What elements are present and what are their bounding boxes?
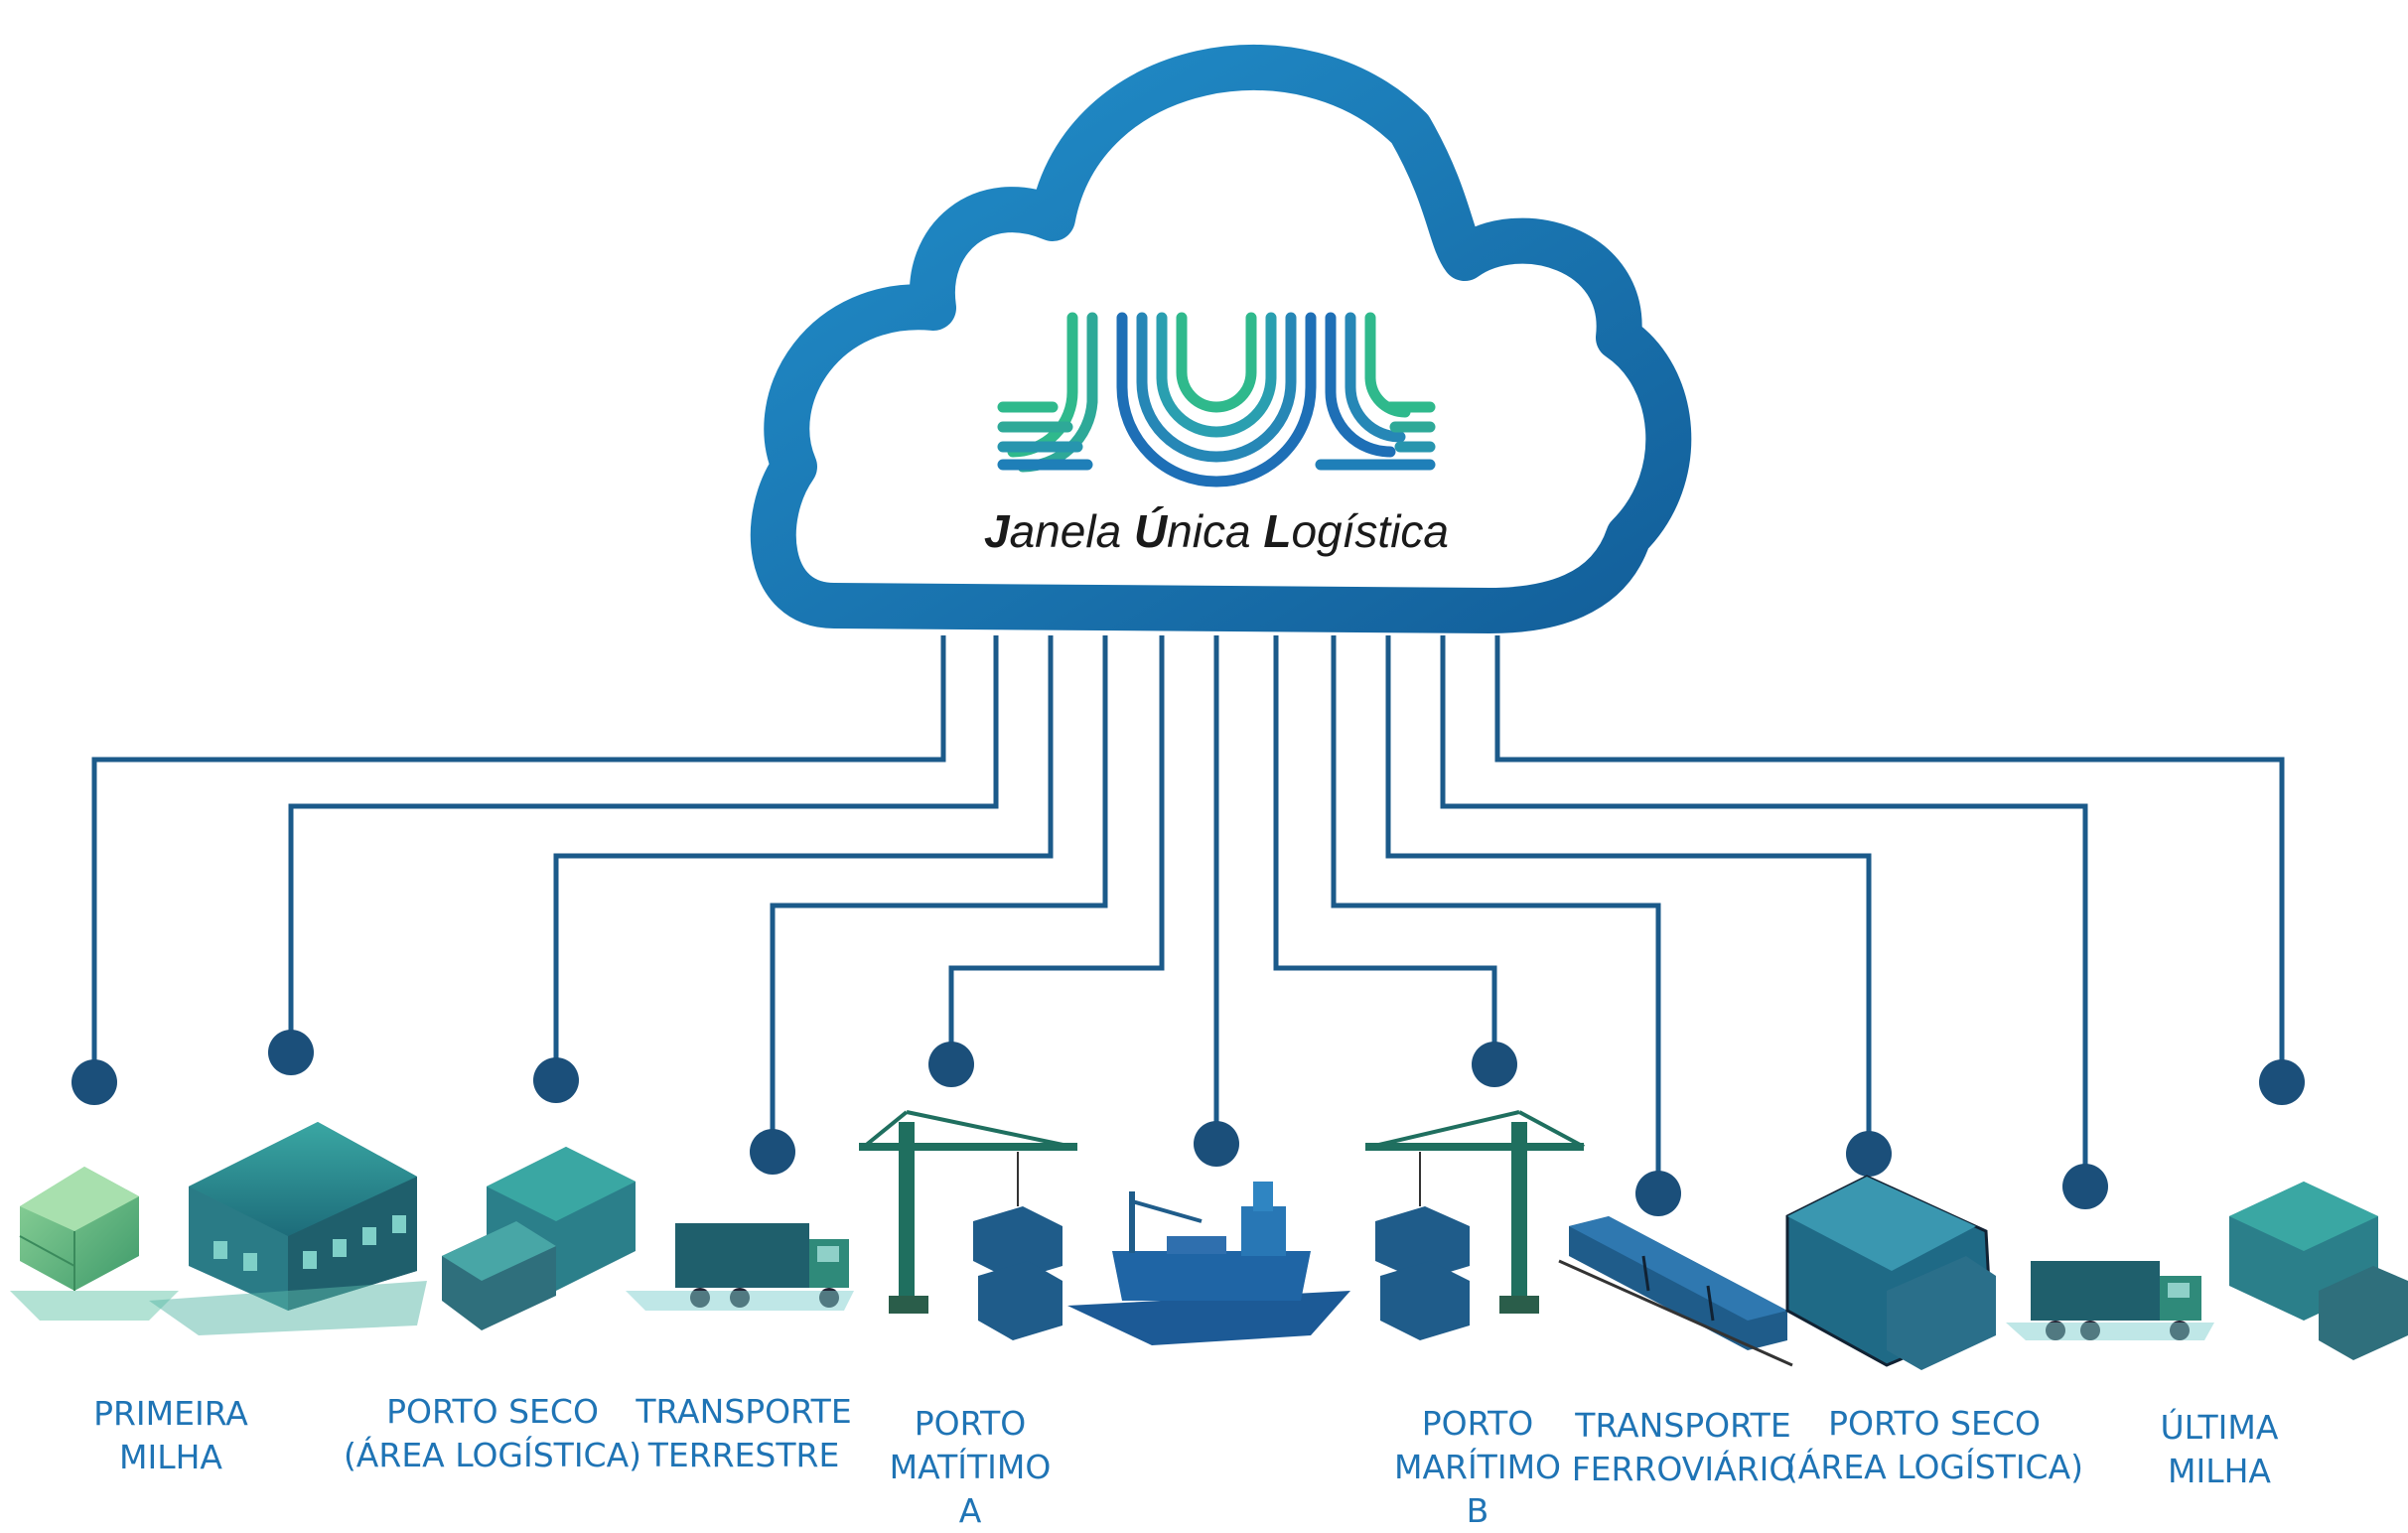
connector-transporte-rodoviario <box>1440 635 2088 1186</box>
connector-porto-matitimo-a <box>770 635 1108 1152</box>
title-initial: J <box>984 505 1010 557</box>
title-word-rest: ogística <box>1291 505 1449 557</box>
endpoint-dots <box>71 1030 2305 1216</box>
port-crane-icon <box>859 1110 1077 1340</box>
warehouse-icon <box>2229 1182 2408 1360</box>
pallet-stack-icon <box>10 1167 179 1321</box>
dot-porto-seco-b <box>1846 1131 1892 1177</box>
warehouse-complex-icon <box>149 1122 427 1335</box>
container-stack <box>973 1206 1062 1340</box>
truck-icon <box>626 1223 854 1311</box>
label-porto-seco-b: PORTO SECO(ÁREA LOGÍSTICA) <box>1784 1404 2084 1486</box>
connector-porto-seco-a <box>288 635 999 1052</box>
dot-porto-seco-a-1 <box>268 1030 314 1075</box>
connector-transporte-ferroviario <box>1331 635 1661 1191</box>
dot-transporte-terrestre <box>750 1129 795 1175</box>
connector-porto-seco-b <box>1385 635 1872 1152</box>
jul-wave-logo-icon <box>997 312 1436 488</box>
cargo-ship-icon <box>1067 1182 1350 1345</box>
label-porto-seco-a: PORTO SECO(ÁREA LOGÍSTICA) <box>343 1392 642 1474</box>
dot-transporte-rodoviario <box>2062 1164 2108 1209</box>
title-initial: L <box>1263 505 1292 557</box>
connector-porto-maritimo-b <box>1273 635 1497 1062</box>
port-crane-icon <box>1365 1110 1585 1340</box>
freight-train-icon <box>1558 1216 1793 1367</box>
title-initial: Ú <box>1133 505 1168 557</box>
dry-port-warehouse-icon <box>1785 1175 1996 1370</box>
dot-navio <box>1194 1121 1239 1167</box>
truck-icon <box>2006 1261 2214 1340</box>
dot-porto-seco-a-2 <box>533 1057 579 1103</box>
dot-porto-maritimo-b <box>1472 1042 1517 1087</box>
title-word-rest: anela <box>1009 505 1134 557</box>
title-word-rest: nica <box>1167 505 1264 557</box>
cloud-title: Janela Única Logística <box>984 504 1449 558</box>
connector-transporte-terrestre <box>553 635 1054 1077</box>
connector-ultima-milha <box>1494 635 2285 1082</box>
connector-lines <box>91 635 2285 1191</box>
dot-primeira-milha <box>71 1059 117 1105</box>
connector-primeira-milha <box>91 635 946 1082</box>
cloud-shape <box>750 44 1692 633</box>
dot-ultima-milha <box>2259 1059 2305 1105</box>
connector-porto-matitimo-a-2 <box>948 635 1165 1062</box>
dot-porto-matitimo-a <box>928 1042 974 1087</box>
dot-transporte-ferroviario <box>1635 1171 1681 1216</box>
dry-port-warehouse-icon <box>442 1147 636 1330</box>
